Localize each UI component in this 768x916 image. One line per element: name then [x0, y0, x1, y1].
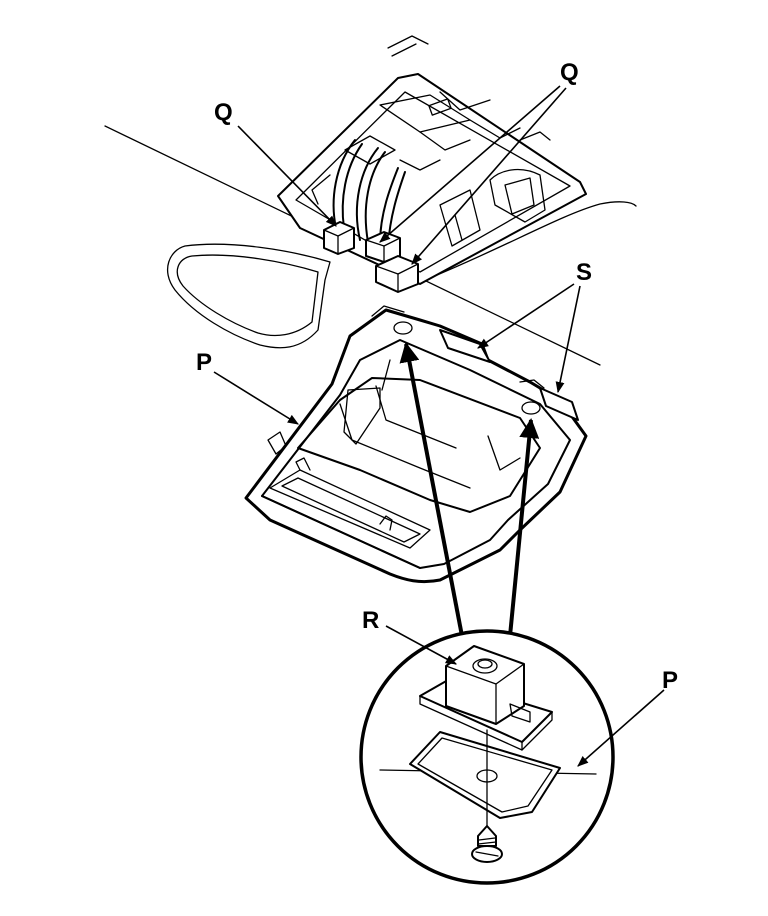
connector-right: [375, 255, 419, 293]
map-light-lens: [244, 305, 588, 584]
roof-console-housing: [277, 73, 587, 285]
callout-q-right: Q: [560, 59, 579, 86]
callout-p-lower: P: [662, 667, 678, 694]
callout-p-upper: P: [196, 349, 212, 376]
callout-q-left: Q: [214, 99, 233, 126]
installation-arrows: [399, 342, 540, 637]
housing-tab-top: [387, 35, 429, 57]
connector-left: [323, 221, 355, 255]
rearview-mirror: [166, 243, 331, 349]
callout-r: R: [362, 607, 379, 634]
detail-view-circle: [359, 629, 615, 885]
callout-s: S: [576, 259, 592, 286]
housing-tab-right: [519, 131, 551, 141]
leader-lines: [213, 85, 665, 767]
